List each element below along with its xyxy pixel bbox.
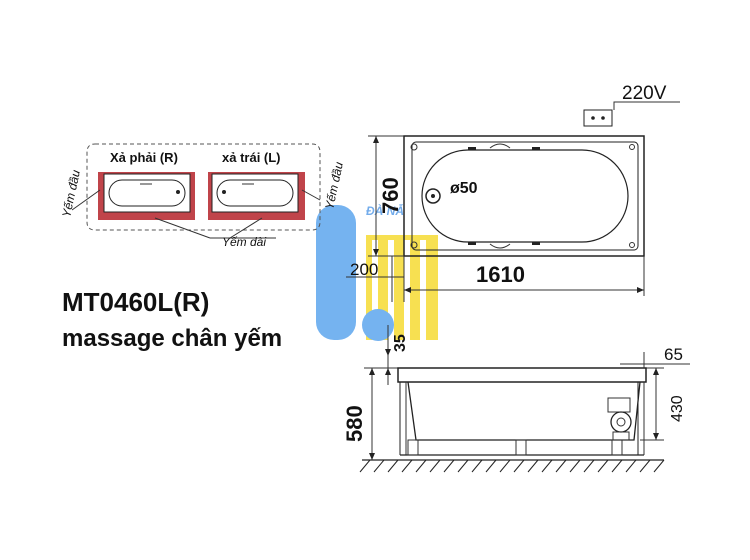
legend-left-drain: xả trái (L) (222, 150, 281, 165)
plan-view: ø50 760 200 1610 (346, 135, 645, 302)
drain-diameter-label: ø50 (450, 180, 478, 197)
tub-left-drain-icon (208, 172, 305, 220)
pump-icon (607, 397, 632, 441)
power-socket: 220V (583, 83, 680, 127)
width-dimension: 760 (378, 177, 403, 214)
ground-hatching (359, 459, 665, 473)
legend-long-apron: Yếm dài (222, 235, 266, 249)
voltage-label: 220V (622, 83, 667, 104)
offset-dimension: 200 (350, 260, 378, 279)
legend-head-apron-right: Yếm đầu (322, 160, 346, 210)
model-number: MT0460L(R) (62, 287, 210, 317)
drain-legend: Xả phải (R) xả trái (L) Yếm đầu Yếm đầu … (59, 143, 346, 249)
depth-dimension: 430 (669, 395, 686, 422)
length-dimension: 1610 (476, 262, 525, 287)
step-dimension: 35 (392, 334, 409, 352)
legend-right-drain: Xả phải (R) (110, 150, 178, 165)
side-view: 35 (342, 325, 690, 473)
legend-head-apron-left: Yếm đầu (59, 168, 83, 218)
model-description: massage chân yếm (62, 325, 283, 352)
drain-hole-icon (425, 188, 441, 204)
height-dimension: 580 (342, 405, 367, 442)
rim-dimension: 65 (664, 345, 683, 364)
tub-right-drain-icon (98, 172, 195, 220)
